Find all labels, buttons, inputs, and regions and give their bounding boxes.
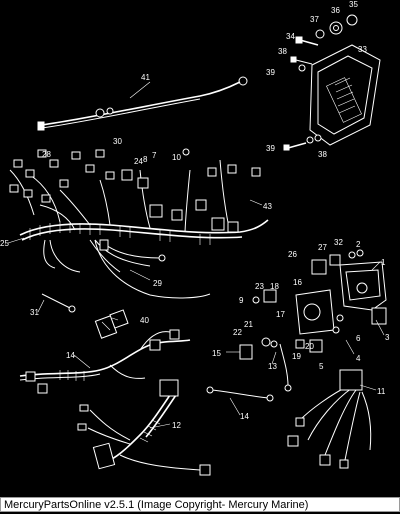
- callout-26: 26: [288, 250, 297, 259]
- callout-6: 6: [356, 334, 361, 343]
- main-engine-harness[interactable]: [9, 148, 269, 299]
- callout-22: 22: [233, 328, 242, 337]
- bracket-assembly[interactable]: [311, 249, 387, 325]
- callout-24: 24: [134, 157, 143, 166]
- callout-35: 35: [349, 0, 358, 9]
- callout-43: 43: [263, 202, 272, 211]
- callout-10: 10: [172, 153, 181, 162]
- callout-12: 12: [172, 421, 181, 430]
- callout-3: 3: [385, 333, 390, 342]
- callout-17: 17: [276, 310, 285, 319]
- callout-9: 9: [239, 296, 244, 305]
- callout-5: 5: [319, 362, 324, 371]
- callout-34: 34: [286, 32, 295, 41]
- callout-7: 7: [152, 151, 157, 160]
- sensor-components[interactable]: [239, 289, 344, 392]
- callout-14-left: 14: [66, 351, 75, 360]
- callout-18: 18: [270, 282, 279, 291]
- callout-13: 13: [268, 362, 277, 371]
- connector-40[interactable]: [94, 309, 129, 339]
- callout-23: 23: [255, 282, 264, 291]
- callout-27: 27: [318, 243, 327, 252]
- callout-25: 25: [0, 239, 9, 248]
- callout-38-bottom: 38: [318, 150, 327, 159]
- cable-41[interactable]: [37, 76, 248, 131]
- callout-16: 16: [293, 278, 302, 287]
- callout-15: 15: [212, 349, 221, 358]
- callout-39-bottom: 39: [266, 144, 275, 153]
- callout-28: 28: [42, 150, 51, 159]
- harness-11[interactable]: [287, 369, 372, 469]
- callout-29: 29: [153, 279, 162, 288]
- callout-40: 40: [140, 316, 149, 325]
- callout-20: 20: [305, 342, 314, 351]
- harness-14-right[interactable]: [206, 386, 274, 402]
- callout-33: 33: [358, 45, 367, 54]
- parts-diagram: 1 2 3 4 5 6 7 8 9 10 11 12 13 14 14 15 1…: [0, 0, 390, 476]
- callout-39-top: 39: [266, 68, 275, 77]
- callout-19: 19: [292, 352, 301, 361]
- callout-41: 41: [141, 73, 150, 82]
- callout-37: 37: [310, 15, 319, 24]
- callout-1: 1: [381, 258, 386, 267]
- leader-lines: [7, 81, 385, 429]
- ecm-fasteners[interactable]: [283, 14, 358, 151]
- callout-labels: 1 2 3 4 5 6 7 8 9 10 11 12 13 14 14 15 1…: [0, 0, 390, 430]
- callout-4: 4: [356, 354, 361, 363]
- callout-14-right: 14: [240, 412, 249, 421]
- callout-31: 31: [30, 308, 39, 317]
- harness-14-left[interactable]: [19, 329, 191, 394]
- callout-32: 32: [334, 238, 343, 247]
- callout-2: 2: [356, 240, 361, 249]
- ecm-module[interactable]: [309, 44, 381, 146]
- callout-36: 36: [331, 6, 340, 15]
- harness-12[interactable]: [77, 379, 211, 476]
- callout-21: 21: [244, 320, 253, 329]
- callout-11: 11: [377, 387, 386, 396]
- callout-30: 30: [113, 137, 122, 146]
- callout-8: 8: [143, 155, 148, 164]
- copyright-caption: MercuryPartsOnline v2.5.1 (Image Copyrig…: [0, 497, 400, 512]
- callout-38-top: 38: [278, 47, 287, 56]
- tie-strap-31[interactable]: [41, 293, 76, 313]
